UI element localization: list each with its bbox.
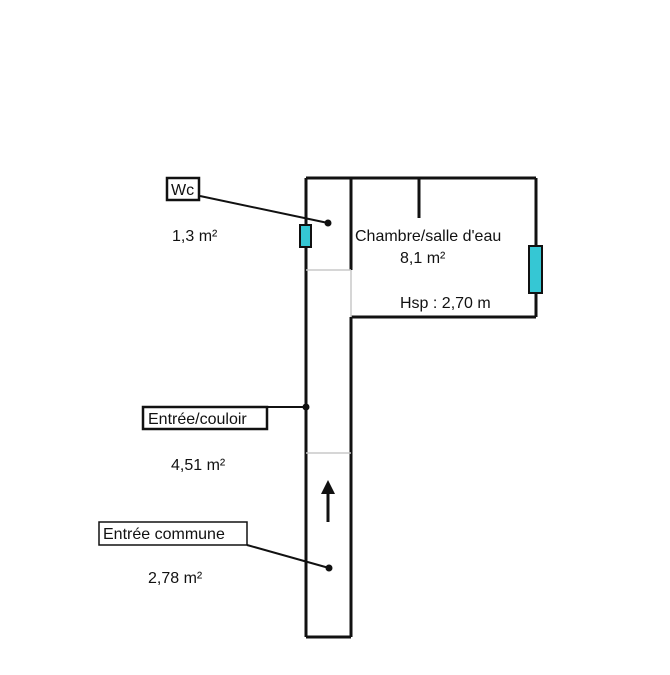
bedroom-height: Hsp : 2,70 m: [400, 295, 491, 312]
leader-lines: [199, 195, 333, 572]
entrance-area: 2,78 m²: [148, 570, 203, 587]
bedroom-area: 8,1 m²: [400, 250, 446, 267]
wc-label-box: [165, 176, 201, 202]
entrance-arrow-icon: [321, 480, 335, 522]
entrance-leader-dot: [325, 564, 333, 572]
walls: [304, 176, 538, 639]
bedroom-window-icon: [528, 245, 543, 294]
bedroom-label: Chambre/salle d'eau: [355, 228, 501, 245]
wc-area: 1,3 m²: [172, 228, 218, 245]
entrance-leader-line: [246, 544, 330, 569]
hallway-area: 4,51 m²: [171, 457, 226, 474]
wc-leader-line: [199, 195, 329, 224]
hallway-leader-dot: [302, 403, 310, 411]
wc-window-icon: [299, 224, 312, 248]
entrance-label: Entrée commune: [103, 526, 225, 543]
wc-label: Wc: [171, 182, 194, 199]
entrance-label-box: [98, 521, 248, 546]
hallway-label-box: [141, 405, 269, 431]
hallway-label: Entrée/couloir: [148, 411, 247, 428]
partitions: [306, 269, 352, 454]
wc-leader-dot: [324, 219, 332, 227]
